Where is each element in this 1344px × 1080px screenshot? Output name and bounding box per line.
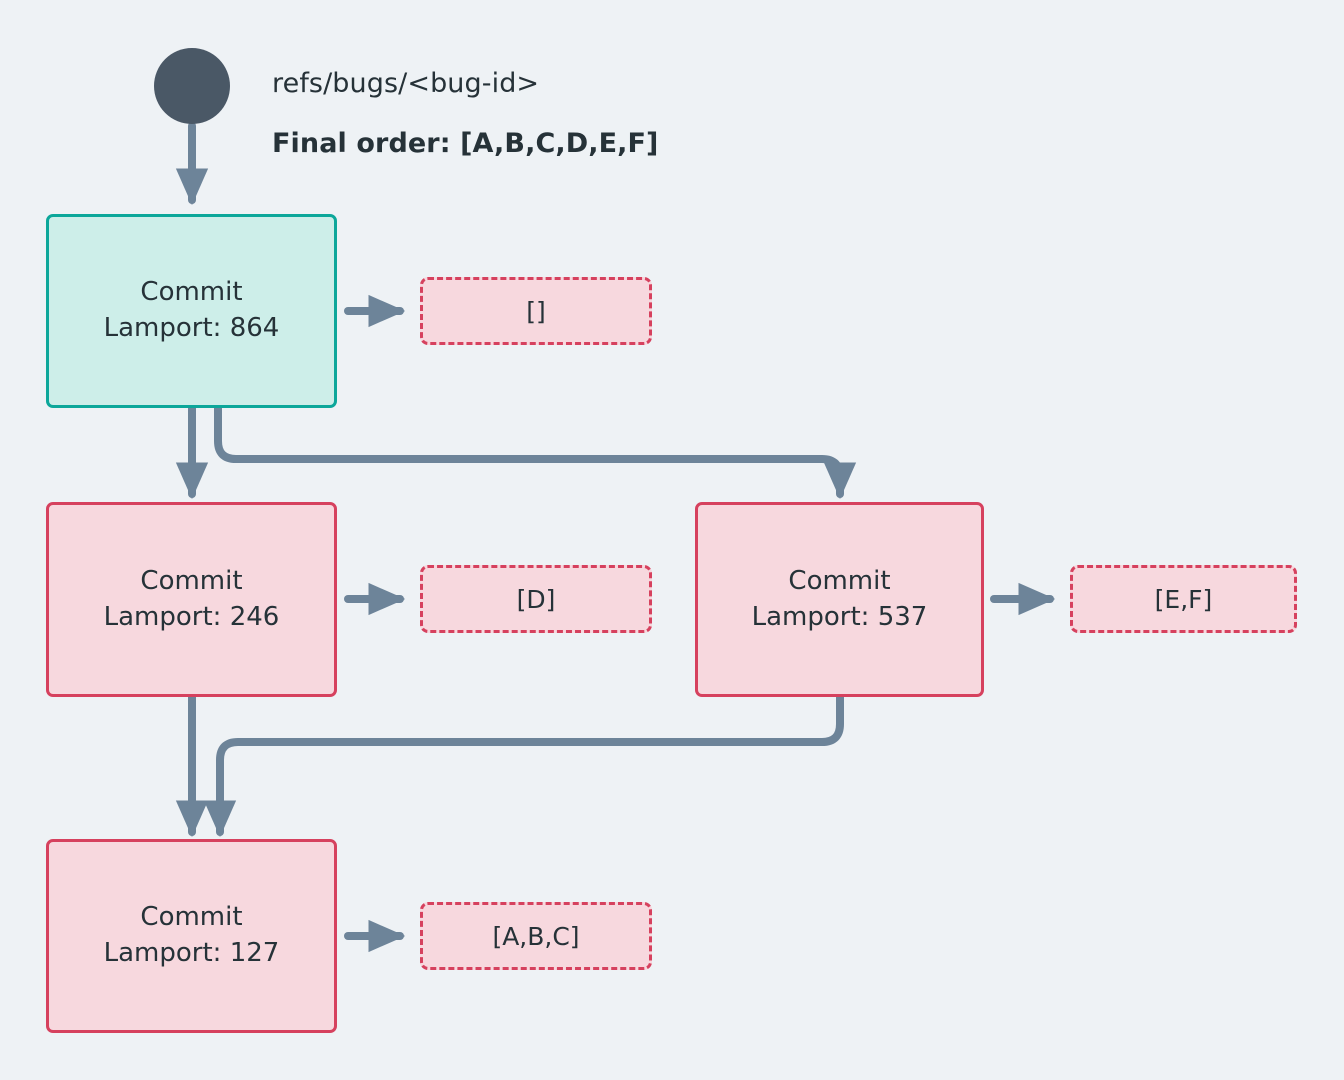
commit-node-127-lamport: Lamport: 127 bbox=[103, 938, 280, 968]
final-order-label: Final order: [A,B,C,D,E,F] bbox=[272, 128, 659, 159]
edge-864-to-537 bbox=[214, 404, 857, 500]
commit-node-127[interactable]: Commit Lamport: 127 bbox=[46, 839, 337, 1033]
commit-node-246-title: Commit bbox=[140, 565, 243, 596]
commit-node-246-lamport: Lamport: 246 bbox=[103, 601, 280, 632]
commit-node-864-lamport: Lamport: 864 bbox=[103, 313, 280, 343]
commit-node-127-title: Commit bbox=[140, 902, 243, 933]
payload-box-537: [E,F] bbox=[1070, 565, 1297, 633]
commit-node-864[interactable]: Commit Lamport: 864 bbox=[46, 214, 337, 408]
payload-box-246: [D] bbox=[420, 565, 652, 633]
commit-node-537-lamport: Lamport: 537 bbox=[751, 601, 928, 632]
edge-537-to-127 bbox=[203, 693, 844, 838]
ref-path-label: refs/bugs/<bug-id> bbox=[272, 68, 540, 99]
commit-node-864-title: Commit bbox=[140, 277, 243, 308]
payload-box-127: [A,B,C] bbox=[420, 902, 652, 970]
payload-box-864: [] bbox=[420, 277, 652, 345]
commit-node-246[interactable]: Commit Lamport: 246 bbox=[46, 502, 337, 697]
commit-node-537[interactable]: Commit Lamport: 537 bbox=[695, 502, 984, 697]
root-ref-dot bbox=[154, 48, 230, 124]
commit-node-537-title: Commit bbox=[788, 565, 891, 596]
